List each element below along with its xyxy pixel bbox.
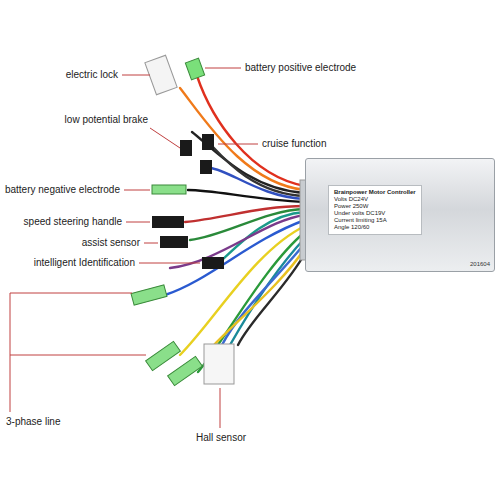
callout-label: speed steering handle	[24, 216, 122, 228]
controller-housing: 201604 Brainpower Motor ControllerVolts D…	[305, 158, 495, 272]
callout-label: intelligent Identification	[34, 257, 135, 269]
product-name: Brainpower Motor Controller	[334, 189, 416, 196]
date-code: 201604	[470, 261, 490, 267]
spec-line: Power 250W	[334, 203, 416, 210]
spec-label: Brainpower Motor ControllerVolts DC24VPo…	[328, 185, 422, 235]
callout-label: low potential brake	[65, 114, 148, 126]
spec-line: Angle 120/60	[334, 224, 416, 231]
callout-label: 3-phase line	[6, 416, 60, 428]
callout-label: cruise function	[262, 138, 326, 150]
spec-line: Under volts DC19V	[334, 210, 416, 217]
callout-label: Hall sensor	[196, 432, 246, 444]
callout-label: battery positive electrode	[245, 62, 356, 74]
callout-label: electric lock	[66, 69, 118, 81]
spec-line: Current limiting 15A	[334, 217, 416, 224]
spec-line: Volts DC24V	[334, 196, 416, 203]
callout-label: assist sensor	[82, 237, 140, 249]
callout-label: battery negative electrode	[5, 184, 120, 196]
